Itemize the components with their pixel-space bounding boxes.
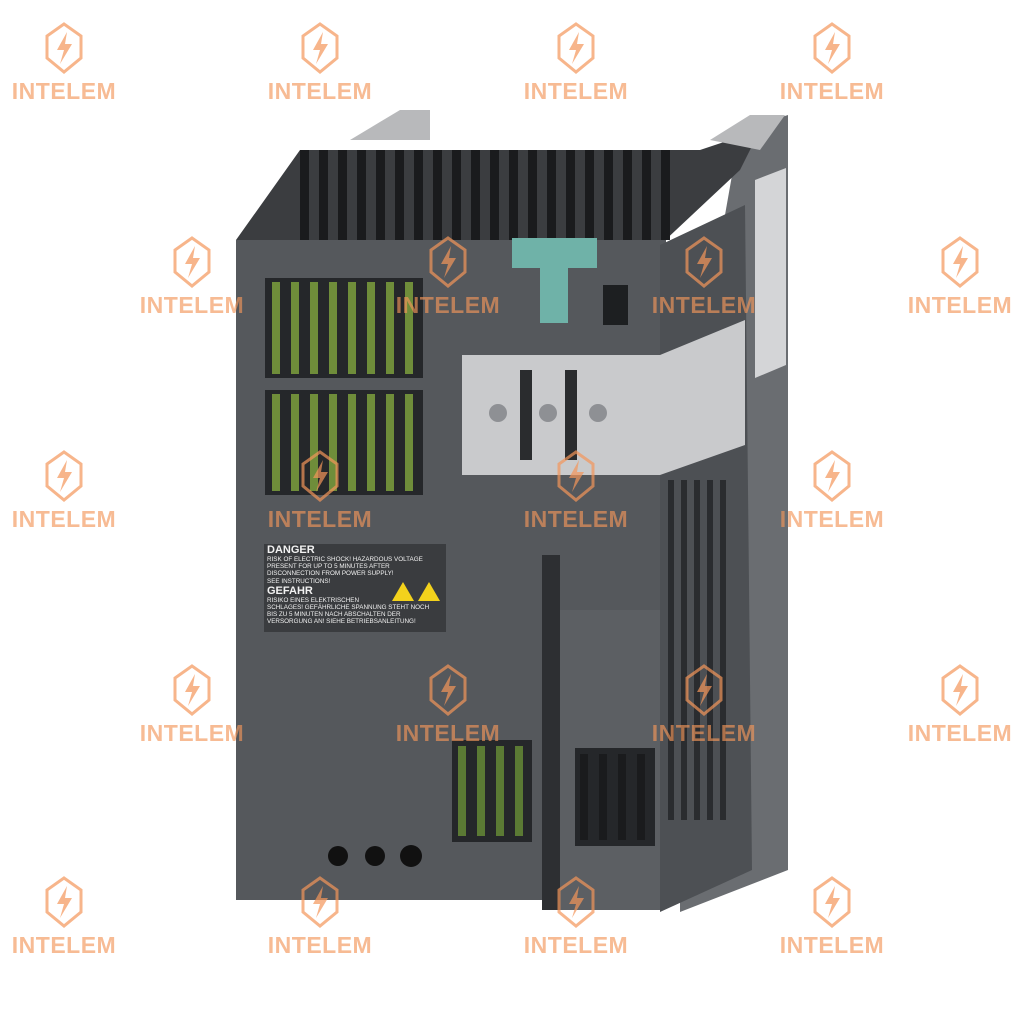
side-vent-slot [707, 480, 713, 820]
top-slot [547, 150, 556, 240]
interface-port[interactable] [603, 285, 628, 325]
vent-slot [291, 394, 299, 491]
vent-slot [496, 746, 504, 836]
connector-latch[interactable] [540, 268, 568, 323]
metal-mounting-plate [462, 320, 745, 475]
top-slot [300, 150, 309, 240]
top-slot [623, 150, 632, 240]
top-slot [376, 150, 385, 240]
vent-slot [348, 282, 356, 374]
side-label-plate [755, 168, 786, 378]
top-slot [566, 150, 575, 240]
cable-entry-hole [400, 845, 422, 867]
vent-slot [329, 394, 337, 491]
side-vents [458, 480, 726, 840]
top-slot [604, 150, 613, 240]
vent-lower [265, 390, 423, 495]
top-grill [300, 150, 670, 240]
cable-entry-hole [328, 846, 348, 866]
vent-slot [599, 754, 607, 840]
top-slot [528, 150, 537, 240]
top-slot [395, 150, 404, 240]
plate-rail-right [565, 370, 577, 460]
top-slot [642, 150, 651, 240]
top-slot [433, 150, 442, 240]
screw-icon [589, 404, 607, 422]
mount-bracket-left [350, 110, 430, 140]
vent-slot [580, 754, 588, 840]
plate-rail-left [520, 370, 532, 460]
cable-channel [542, 555, 560, 910]
vent-slot [637, 754, 645, 840]
vent-slot [405, 282, 413, 374]
vent-slot [348, 394, 356, 491]
vent-slot [458, 746, 466, 836]
top-slot [509, 150, 518, 240]
vent-slot [310, 394, 318, 491]
terminal-connector[interactable] [512, 238, 597, 268]
vent-slot [515, 746, 523, 836]
vent-slot [618, 754, 626, 840]
vent-slot [272, 394, 280, 491]
screw-icon [489, 404, 507, 422]
label-text-en: Risk of electric shock! Hazardous voltag… [267, 556, 423, 585]
vent-slot [329, 282, 337, 374]
vent-slot [405, 394, 413, 491]
electric-hazard-icon [392, 582, 414, 601]
top-slot [319, 150, 328, 240]
vent-slot [291, 282, 299, 374]
vent-slot [477, 746, 485, 836]
vent-slot [310, 282, 318, 374]
vent-slot [386, 394, 394, 491]
mount-bracket-right [710, 115, 785, 150]
danger-warning-label: DANGER Risk of electric shock! Hazardous… [264, 544, 446, 632]
label-text-de: Risiko eines elektrischen Schlages! Gefä… [267, 596, 430, 626]
screw-icon [539, 404, 557, 422]
vent-slot [272, 282, 280, 374]
label-title-de: GEFAHR [267, 584, 313, 597]
side-vent-slot [681, 480, 687, 820]
top-slot [490, 150, 499, 240]
vent-bars [272, 282, 413, 491]
side-vent-slot [720, 480, 726, 820]
top-slot [452, 150, 461, 240]
top-slot [585, 150, 594, 240]
vent-upper [265, 278, 423, 378]
side-vent-slot [668, 480, 674, 820]
top-slot [357, 150, 366, 240]
label-title-en: DANGER [267, 544, 315, 556]
top-slot [414, 150, 423, 240]
top-slot [661, 150, 670, 240]
vent-slot [367, 282, 375, 374]
vent-slot [367, 394, 375, 491]
side-vent-slot [694, 480, 700, 820]
top-slot [338, 150, 347, 240]
vent-slot [386, 282, 394, 374]
top-slot [471, 150, 480, 240]
cable-entry-hole [365, 846, 385, 866]
general-warning-icon [418, 582, 440, 601]
